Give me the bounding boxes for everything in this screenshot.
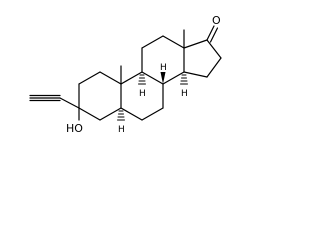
ethynyl-group xyxy=(29,94,80,109)
h-c9-label: H xyxy=(139,89,146,99)
ketone-oxygen-label: O xyxy=(212,14,221,27)
ring-a xyxy=(78,71,122,121)
h-c8-label: H xyxy=(160,63,167,73)
h-c14-label: H xyxy=(181,89,188,99)
ring-c xyxy=(141,35,185,85)
h-c9-bond xyxy=(138,74,146,85)
ring-d xyxy=(183,39,222,78)
steroid-structure-diagram: O HO H H H H xyxy=(29,14,222,135)
ketone-double-bond xyxy=(206,25,219,43)
hydroxyl-label: HO xyxy=(66,122,83,135)
ring-b xyxy=(120,71,164,121)
h-c5-bond xyxy=(117,110,125,121)
h-c5-label: H xyxy=(118,125,125,135)
h-c14-bond xyxy=(180,74,188,85)
h-c8-wedge xyxy=(160,72,166,84)
